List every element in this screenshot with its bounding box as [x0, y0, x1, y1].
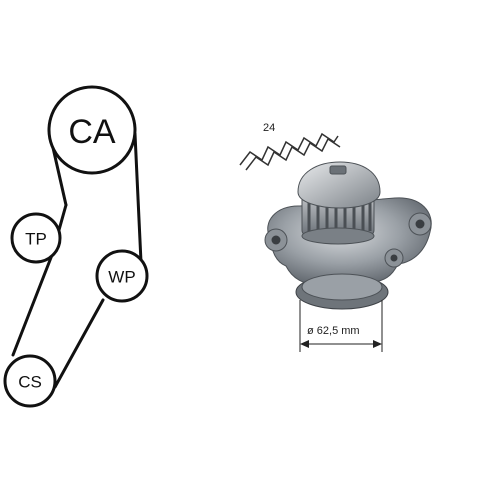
teeth-profile-symbol: 24	[239, 122, 341, 171]
pulley-cs: CS	[3, 354, 57, 408]
pulley-tp: TP	[10, 212, 62, 264]
diameter-dimension: ø 62,5 mm	[299, 300, 383, 352]
pulley-ca: CA	[47, 85, 137, 175]
teeth-count-label: 24	[263, 122, 275, 134]
pulley-ca-label: CA	[68, 113, 116, 151]
timing-belt	[11, 128, 143, 389]
belt-routing-diagram: CA TP WP CS	[3, 85, 149, 408]
pulley-cs-label: CS	[18, 373, 42, 392]
water-pump-image: 24	[239, 122, 432, 352]
pulley-tp-label: TP	[25, 230, 47, 249]
pulley-wp: WP	[95, 249, 149, 303]
pump-hub	[297, 161, 381, 209]
pulley-wp-label: WP	[108, 268, 135, 287]
diameter-label: ø 62,5 mm	[307, 325, 360, 337]
